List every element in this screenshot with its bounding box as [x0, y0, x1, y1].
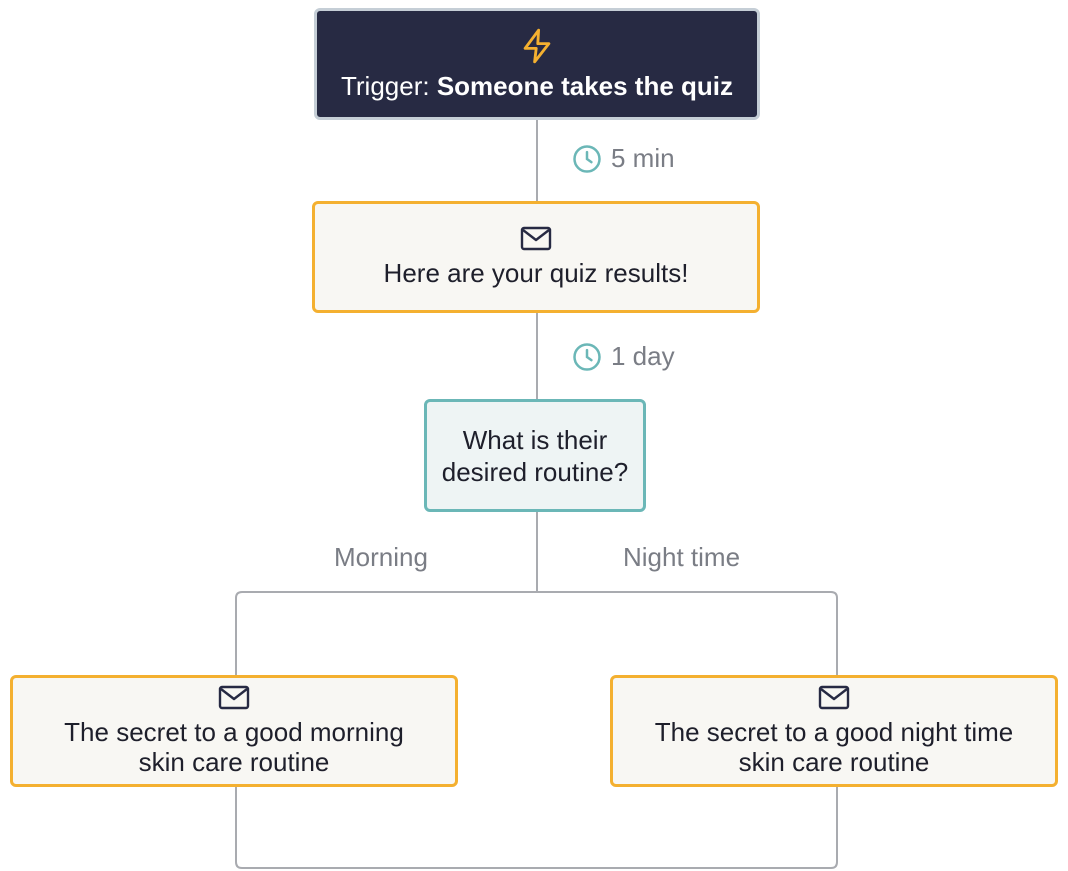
email-title-line-1: The secret to a good morning	[64, 717, 404, 747]
email-title-line-2: skin care routine	[738, 747, 930, 777]
mail-icon	[520, 226, 552, 251]
email-node-quiz-results[interactable]: Here are your quiz results!	[312, 201, 760, 313]
connector-branch-merge	[235, 787, 838, 869]
trigger-label: Trigger: Someone takes the quiz	[341, 71, 733, 102]
mail-icon	[218, 685, 250, 710]
email-node-night-routine[interactable]: The secret to a good night time skin car…	[610, 675, 1058, 787]
email-title: Here are your quiz results!	[383, 258, 689, 288]
email-node-morning-routine[interactable]: The secret to a good morning skin care r…	[10, 675, 458, 787]
branch-label-morning: Morning	[334, 542, 428, 572]
trigger-node[interactable]: Trigger: Someone takes the quiz	[314, 8, 760, 120]
mail-icon	[818, 685, 850, 710]
branch-label-night-time: Night time	[623, 542, 741, 572]
decision-line-1: What is their	[462, 424, 608, 455]
delay-label: 5 min	[611, 143, 675, 173]
clock-icon	[573, 342, 601, 371]
decision-node-routine[interactable]: What is their desired routine?	[424, 399, 646, 512]
lightning-bolt-icon	[523, 28, 551, 63]
clock-icon	[573, 144, 601, 173]
email-title-line-2: skin care routine	[138, 747, 330, 777]
connector-branch-split	[235, 591, 838, 675]
decision-line-2: desired routine?	[441, 456, 629, 487]
delay-label: 1 day	[611, 341, 675, 371]
delay-5-min[interactable]: 5 min	[572, 143, 675, 174]
trigger-prefix: Trigger:	[340, 70, 437, 101]
trigger-name: Someone takes the quiz	[436, 70, 734, 101]
email-title-line-1: The secret to a good night time	[654, 717, 1014, 747]
delay-1-day[interactable]: 1 day	[572, 341, 675, 372]
